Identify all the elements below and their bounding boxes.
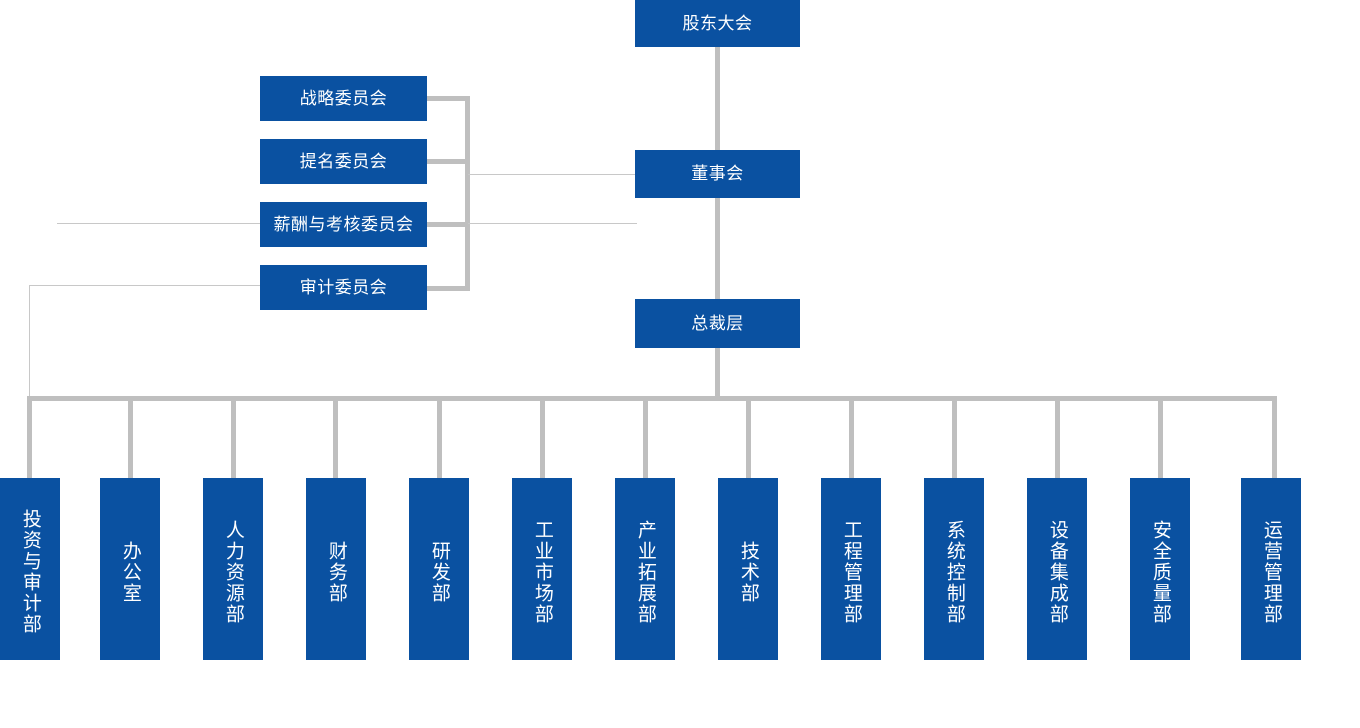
node-committee-strategy[interactable]: 战略委员会 (260, 76, 427, 121)
connector-department-drop-11 (1055, 396, 1060, 480)
node-department-office[interactable]: 办公室 (100, 478, 160, 660)
connector-committee-1-stub (427, 96, 470, 101)
node-department-safety-quality[interactable]: 安全质量部 (1130, 478, 1190, 660)
node-department-equipment-integration[interactable]: 设备集成部 (1027, 478, 1087, 660)
connector-department-bus (29, 396, 1275, 401)
connector-board-president (715, 198, 720, 299)
connector-department-drop-4 (333, 396, 338, 480)
node-president-office[interactable]: 总裁层 (635, 299, 800, 348)
connector-department-drop-1 (27, 396, 32, 480)
connector-committees-to-board (468, 174, 635, 175)
node-committee-nomination[interactable]: 提名委员会 (260, 139, 427, 184)
node-committee-audit[interactable]: 审计委员会 (260, 265, 427, 310)
connector-department-drop-10 (952, 396, 957, 480)
connector-audit-down (29, 285, 30, 398)
connector-committee-3-stub (427, 222, 470, 227)
node-department-engineering-management[interactable]: 工程管理部 (821, 478, 881, 660)
connector-compensation-right (468, 223, 637, 224)
connector-committee-bus (465, 96, 470, 288)
connector-department-drop-6 (540, 396, 545, 480)
connector-department-drop-9 (849, 396, 854, 480)
connector-shareholders-board (715, 47, 720, 150)
connector-department-drop-3 (231, 396, 236, 480)
connector-department-drop-5 (437, 396, 442, 480)
connector-president-bus (715, 348, 720, 400)
node-department-system-control[interactable]: 系统控制部 (924, 478, 984, 660)
connector-committee-2-stub (427, 159, 470, 164)
connector-department-drop-12 (1158, 396, 1163, 480)
connector-audit-left (29, 285, 262, 286)
node-department-human-resources[interactable]: 人力资源部 (203, 478, 263, 660)
connector-department-drop-8 (746, 396, 751, 480)
node-department-research-development[interactable]: 研发部 (409, 478, 469, 660)
connector-department-drop-13 (1272, 396, 1277, 480)
node-department-industry-expansion[interactable]: 产业拓展部 (615, 478, 675, 660)
node-department-operations-management[interactable]: 运营管理部 (1241, 478, 1301, 660)
node-department-investment-audit[interactable]: 投资与审计部 (0, 478, 60, 660)
node-department-industrial-market[interactable]: 工业市场部 (512, 478, 572, 660)
node-shareholders-meeting[interactable]: 股东大会 (635, 0, 800, 47)
connector-compensation-left (57, 223, 262, 224)
node-board-of-directors[interactable]: 董事会 (635, 150, 800, 198)
node-committee-compensation-assessment[interactable]: 薪酬与考核委员会 (260, 202, 427, 247)
connector-department-drop-7 (643, 396, 648, 480)
node-department-finance[interactable]: 财务部 (306, 478, 366, 660)
connector-department-drop-2 (128, 396, 133, 480)
node-department-technology[interactable]: 技术部 (718, 478, 778, 660)
connector-committee-4-stub (427, 286, 470, 291)
